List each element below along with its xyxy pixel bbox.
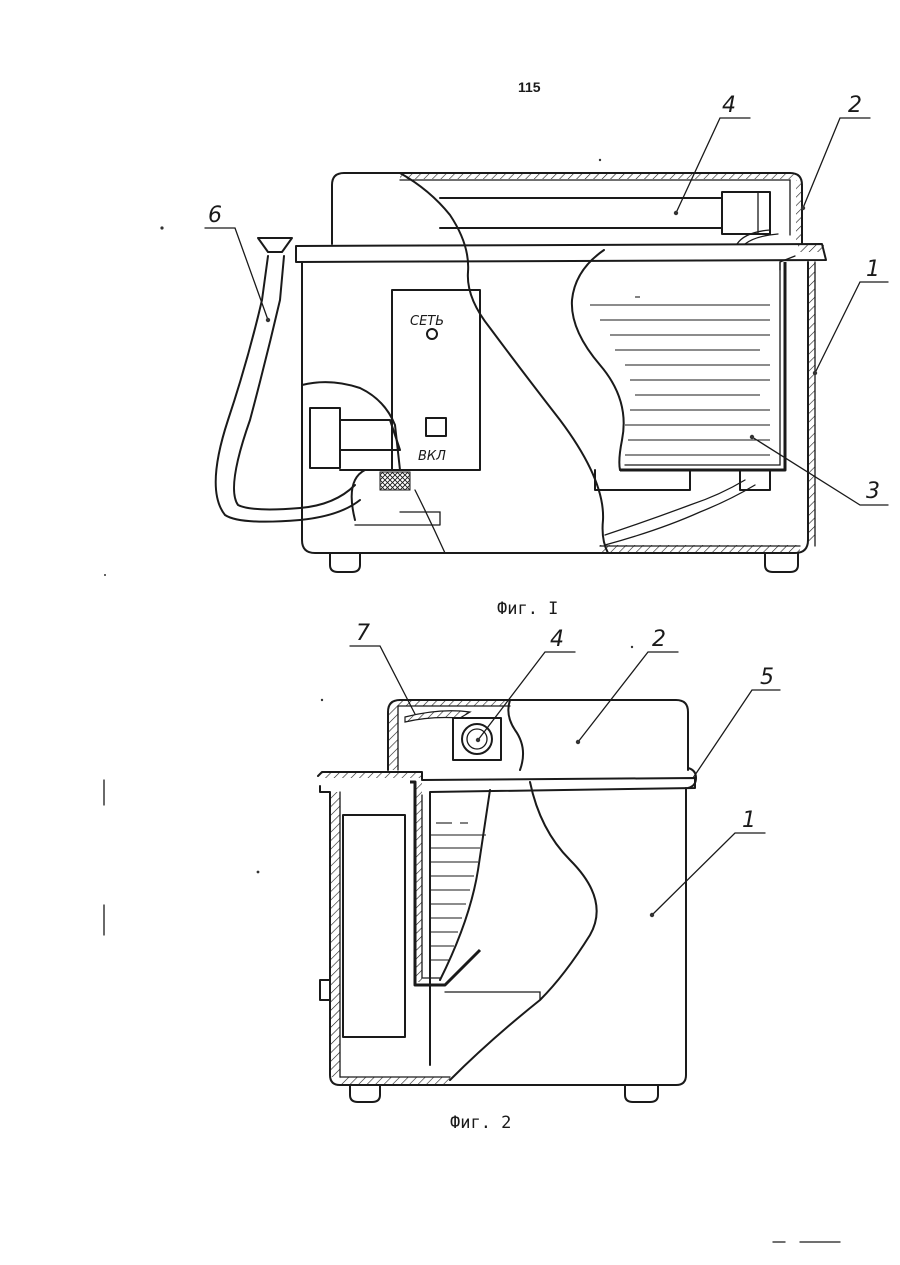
figure-1: СЕТЬ ВКЛ <box>205 93 888 619</box>
power-label: СЕТЬ <box>410 314 444 329</box>
fig1-label-3: 3 <box>866 479 880 504</box>
fig1-label-4: 4 <box>722 93 736 118</box>
fig1-hose <box>216 238 360 522</box>
fig1-caption: Фиг. I <box>497 599 558 619</box>
fig1-label-2: 2 <box>848 93 862 118</box>
fig1-label-1: 1 <box>866 257 880 282</box>
fig1-control-panel: СЕТЬ ВКЛ <box>392 290 480 470</box>
fig1-upper-housing <box>332 173 802 244</box>
fig1-cutaway-edge <box>400 173 608 553</box>
fig2-label-4: 4 <box>550 627 564 652</box>
fig1-label-6: 6 <box>208 203 222 228</box>
figure-2: 7 4 2 5 1 Фиг. 2 <box>318 621 780 1133</box>
fig2-upper-housing <box>388 700 696 788</box>
page-number: 115 <box>518 79 541 95</box>
power-switch-icon <box>426 418 446 436</box>
fig1-rim-plate <box>296 244 826 270</box>
fig2-label-1: 1 <box>742 808 756 833</box>
fig2-tank-cut <box>440 790 490 980</box>
fig2-base-body <box>320 782 686 1102</box>
switch-label: ВКЛ <box>418 449 446 464</box>
fig2-label-5: 5 <box>760 665 774 690</box>
power-indicator-icon <box>427 329 437 339</box>
fig1-tank <box>572 250 785 545</box>
fig2-caption: Фиг. 2 <box>450 1113 511 1133</box>
fig2-label-7: 7 <box>356 621 370 646</box>
fig2-label-2: 2 <box>652 627 666 652</box>
fig2-cutaway-edge <box>450 782 597 1080</box>
